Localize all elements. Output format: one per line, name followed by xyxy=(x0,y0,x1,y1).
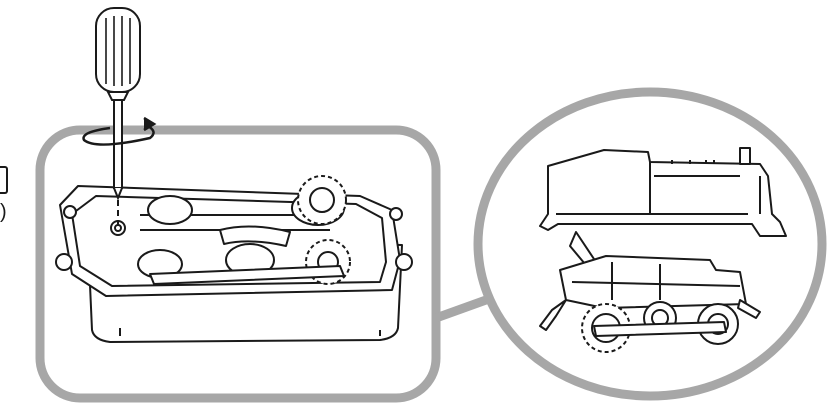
cropped-paren-text: ) xyxy=(0,201,7,223)
locomotive-chassis-illustration xyxy=(539,231,761,353)
callout-frames xyxy=(35,87,827,403)
cropped-step-box xyxy=(0,166,8,194)
rotation-arrow-icon xyxy=(82,116,157,146)
callout-connector xyxy=(434,295,488,323)
locomotive-body-illustration xyxy=(539,147,787,237)
chassis-illustration xyxy=(55,175,413,343)
left-callout-frame xyxy=(35,125,441,403)
magnified-view-ellipse xyxy=(473,87,827,401)
